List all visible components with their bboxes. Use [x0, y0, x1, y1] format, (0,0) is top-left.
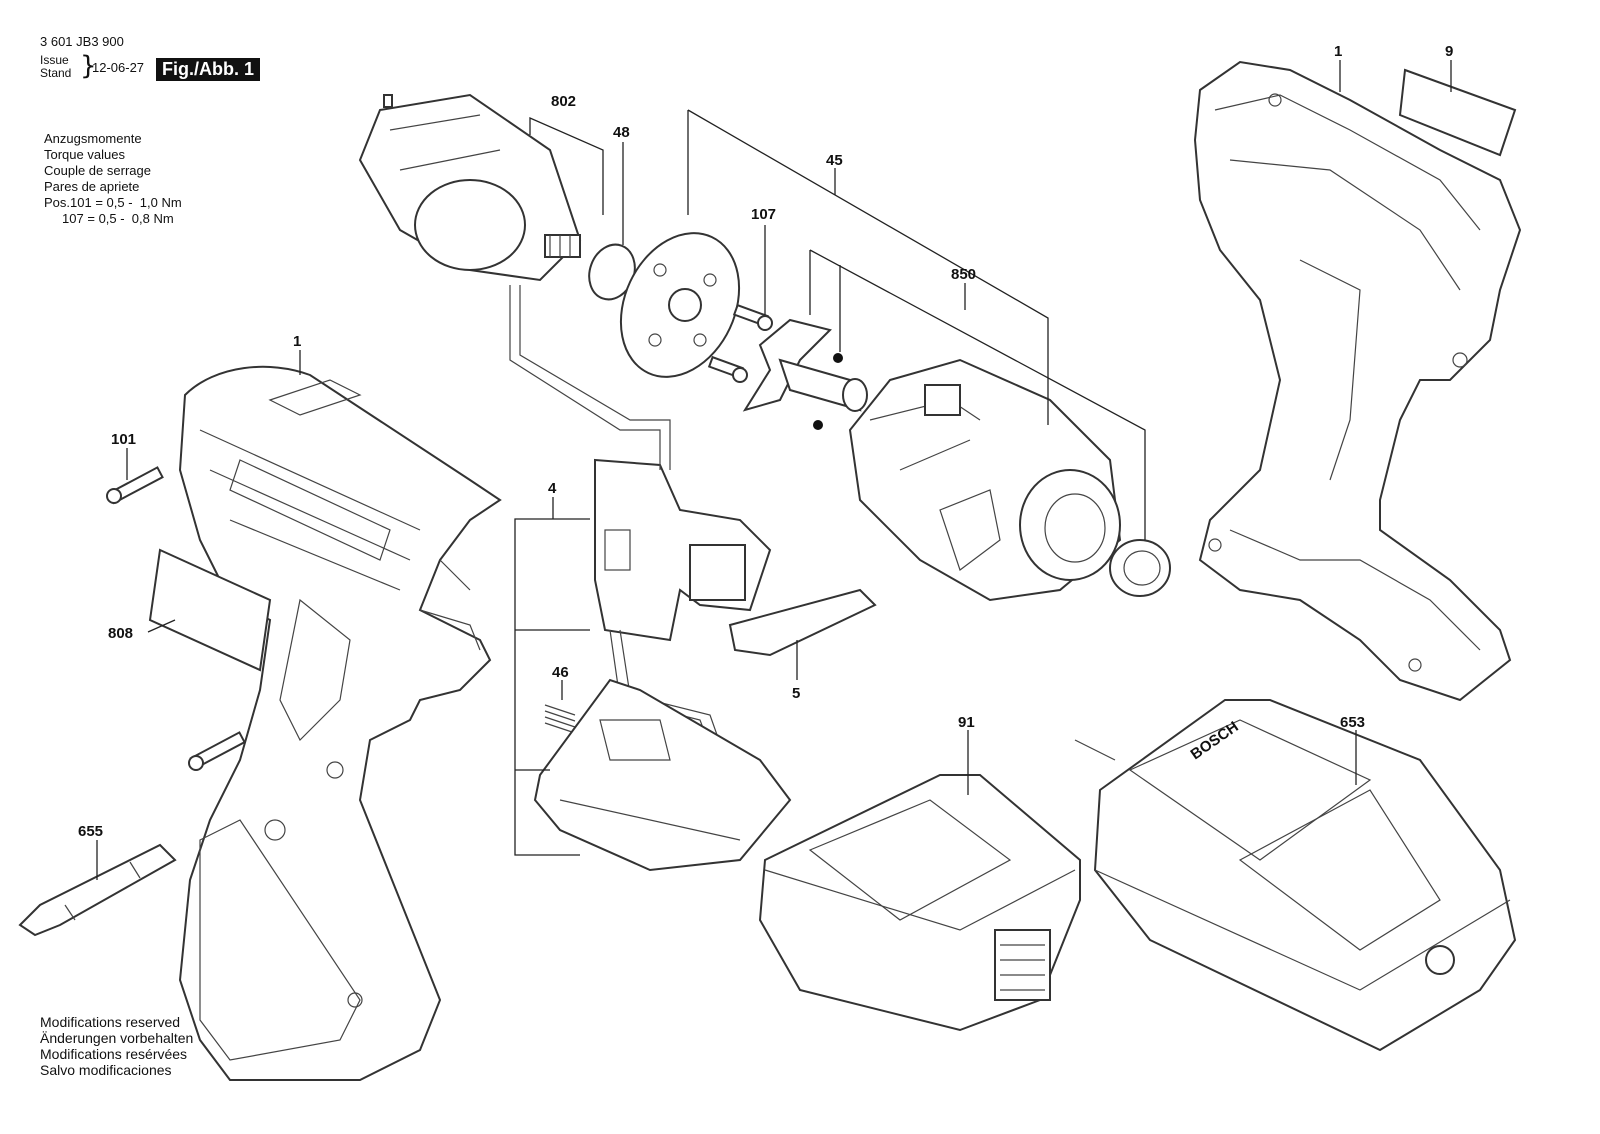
callout-91: 91: [958, 714, 975, 731]
torque-line: Torque values: [44, 147, 125, 162]
screw-107-upper[interactable]: [732, 303, 773, 331]
callout-655: 655: [78, 823, 103, 840]
screw-101-upper[interactable]: [106, 466, 164, 505]
callout-46: 46: [552, 664, 569, 681]
issue-label: Issue: [40, 53, 69, 67]
steel-ball-upper[interactable]: [833, 353, 843, 363]
torque-line: Pares de apriete: [44, 179, 140, 194]
battery-contact-carrier[interactable]: [533, 678, 792, 872]
torque-line: 107 = 0,5 - 0,8 Nm: [44, 211, 174, 226]
reversing-slider-5[interactable]: [728, 588, 877, 657]
leader-lines: [96, 60, 1452, 880]
part-number: 3 601 JB3 900: [40, 34, 124, 49]
brace-glyph: }: [80, 51, 97, 81]
battery-pack-91[interactable]: [758, 774, 1081, 1032]
torque-line: Anzugsmomente: [44, 131, 142, 146]
callout-101: 101: [111, 431, 136, 448]
callout-850: 850: [951, 266, 976, 283]
callout-1-left: 1: [293, 333, 301, 350]
callout-48: 48: [613, 124, 630, 141]
callout-802: 802: [551, 93, 576, 110]
callout-labels: 1 101 808 655 802 48 45 107 850 4 46 5 1…: [78, 43, 1453, 840]
footer-line: Modifications resérvées: [40, 1046, 188, 1062]
screwdriver-bit-655[interactable]: [18, 843, 177, 937]
switch-4[interactable]: [594, 458, 772, 642]
motor-802[interactable]: [358, 93, 582, 282]
callout-653: 653: [1340, 714, 1365, 731]
screw-101-lower[interactable]: [188, 731, 246, 771]
torque-notes: Anzugsmomente Torque values Couple de se…: [44, 131, 182, 227]
footer-line: Salvo modificaciones: [40, 1062, 172, 1078]
torque-line: Pos.101 = 0,5 - 1,0 Nm: [44, 195, 182, 210]
callout-1-right: 1: [1334, 43, 1342, 60]
housing-half-left[interactable]: [178, 365, 502, 1081]
footer-line: Änderungen vorbehalten: [40, 1030, 194, 1046]
issue-date: 12-06-27: [92, 60, 145, 75]
callout-4: 4: [548, 480, 557, 497]
housing-half-right[interactable]: [1193, 60, 1522, 702]
threaded-ring[interactable]: [1109, 539, 1171, 597]
figure-label: Fig./Abb. 1: [156, 58, 260, 81]
steel-ball-lower[interactable]: [813, 420, 823, 430]
spring-46[interactable]: [544, 704, 576, 734]
torque-line: Couple de serrage: [44, 163, 151, 178]
callout-5: 5: [792, 685, 800, 702]
screw-107-lower[interactable]: [707, 355, 748, 383]
modifications-notice: Modifications reserved Änderungen vorbeh…: [40, 1014, 193, 1078]
callout-9: 9: [1445, 43, 1453, 60]
nameplate-9[interactable]: [1398, 68, 1517, 157]
bearing-plate[interactable]: [598, 214, 761, 396]
stand-label: Stand: [40, 66, 72, 80]
charger-653[interactable]: BOSCH: [1074, 699, 1517, 1052]
label-sticker-808[interactable]: [148, 548, 272, 672]
callout-107: 107: [751, 206, 776, 223]
footer-line: Modifications reserved: [40, 1014, 181, 1030]
callout-45: 45: [826, 152, 843, 169]
gear-housing-850[interactable]: [848, 358, 1122, 602]
issue-stand-labels: Issue Stand: [40, 54, 71, 80]
impact-anvil[interactable]: [742, 318, 868, 412]
callout-808: 808: [108, 625, 133, 642]
